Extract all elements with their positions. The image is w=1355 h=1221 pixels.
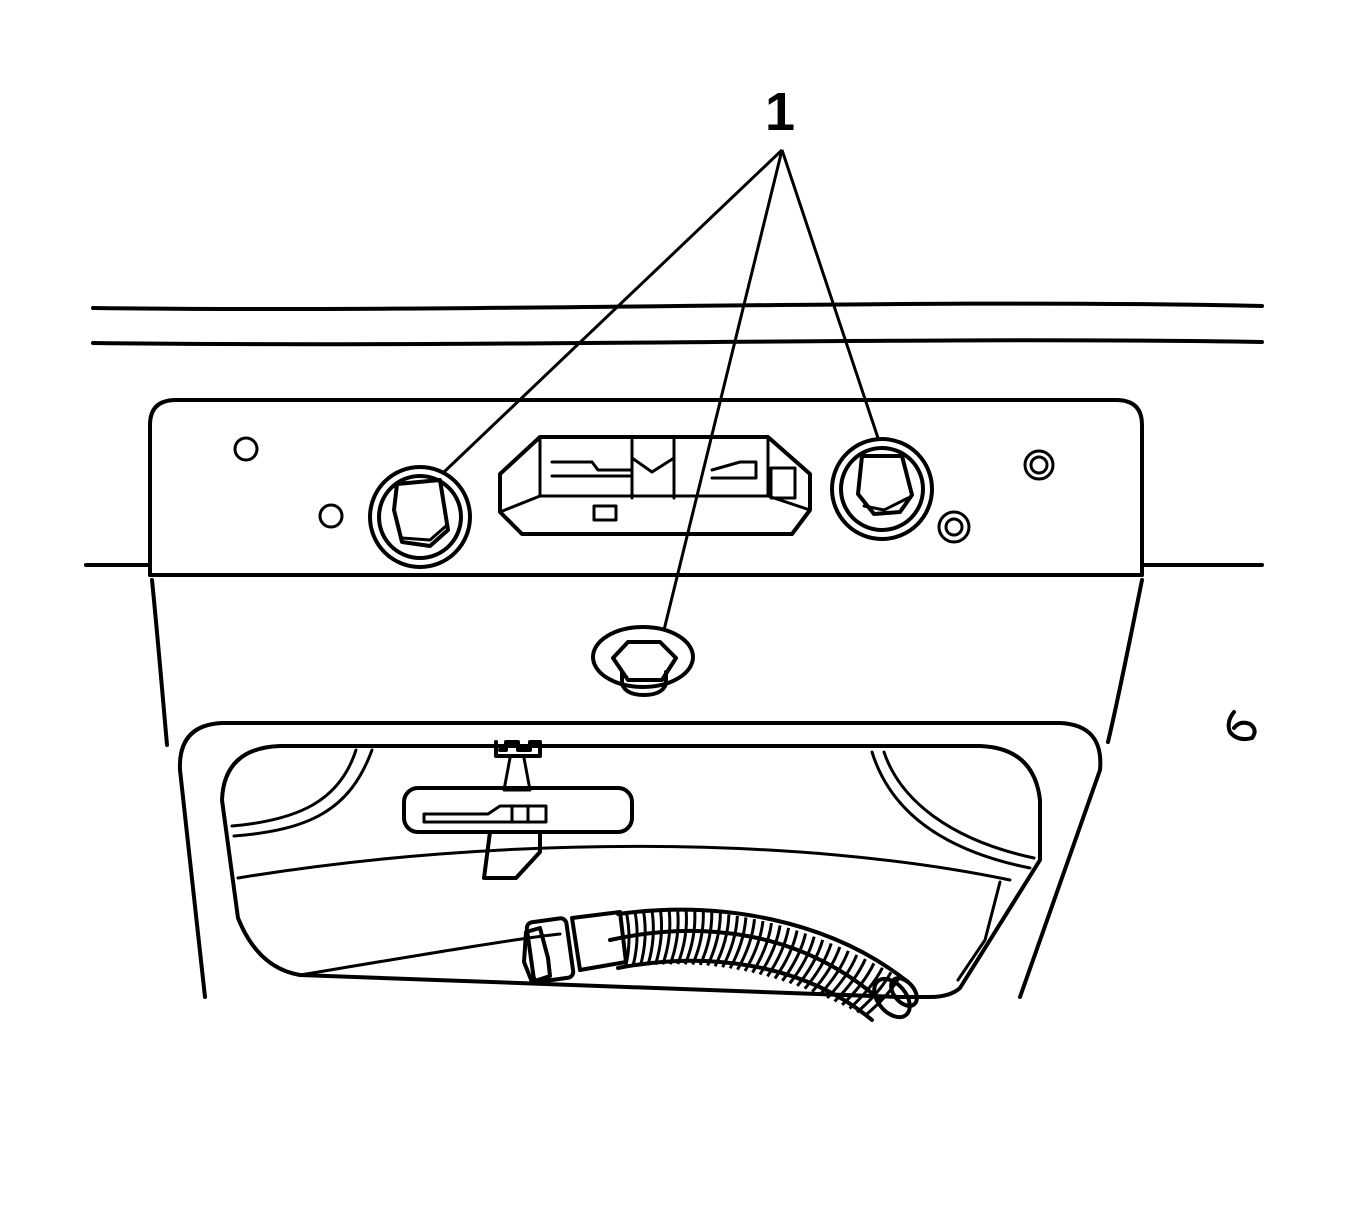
plate-holes: [233, 436, 1055, 544]
conduit-rib: [856, 971, 893, 1014]
body-panel-lines: [84, 301, 1264, 567]
conduit-rib: [721, 915, 739, 968]
latch-assembly: [498, 435, 812, 536]
conduit-rib: [743, 920, 765, 972]
conduit-rib: [841, 962, 876, 1006]
conduit-rib: [736, 918, 756, 971]
conduit-rib: [781, 933, 808, 982]
conduit-rib: [638, 911, 647, 967]
bolt-right: [830, 437, 934, 541]
conduit-rib: [833, 958, 867, 1003]
conduit-rib: [796, 939, 825, 987]
conduit-rib: [646, 911, 655, 966]
conduit-rib: [728, 917, 748, 970]
conduit-rib: [863, 976, 901, 1018]
conduit-rib: [653, 910, 664, 966]
mounting-plate: [148, 398, 1144, 577]
conduit-rib: [818, 950, 850, 996]
conduit-rib: [803, 942, 833, 990]
conduit-rib: [668, 910, 680, 965]
lower-opening: [177, 721, 1103, 999]
conduit-rib: [691, 911, 705, 966]
conduit-rib: [766, 927, 791, 978]
wire-harness: [522, 907, 919, 1022]
conduit-rib: [676, 910, 688, 965]
conduit-rib: [624, 912, 631, 968]
fascia-panel: [150, 578, 1144, 747]
callout-leaders: [442, 148, 880, 631]
retainer-clip: [402, 740, 634, 880]
conduit-rib: [788, 936, 816, 985]
conduit-rib: [683, 911, 697, 965]
hook-mark: [1226, 710, 1257, 742]
conduit-rib: [811, 946, 842, 993]
interior-curves: [230, 748, 1036, 982]
conduit-rib: [661, 910, 672, 965]
bolt-left: [368, 465, 472, 569]
center-nut: [591, 625, 695, 697]
conduit-rib: [773, 930, 799, 980]
conduit-rib: [713, 914, 731, 967]
conduit-rib: [826, 954, 859, 1000]
callout-label-1: 1: [765, 82, 795, 142]
conduit-rib: [706, 913, 722, 967]
conduit-rib: [848, 967, 884, 1010]
conduit-rib: [751, 922, 773, 974]
conduit-ribs: [624, 910, 901, 1018]
conduit-rib: [698, 912, 714, 966]
conduit-rib: [758, 925, 782, 976]
conduit-rib: [631, 912, 639, 967]
